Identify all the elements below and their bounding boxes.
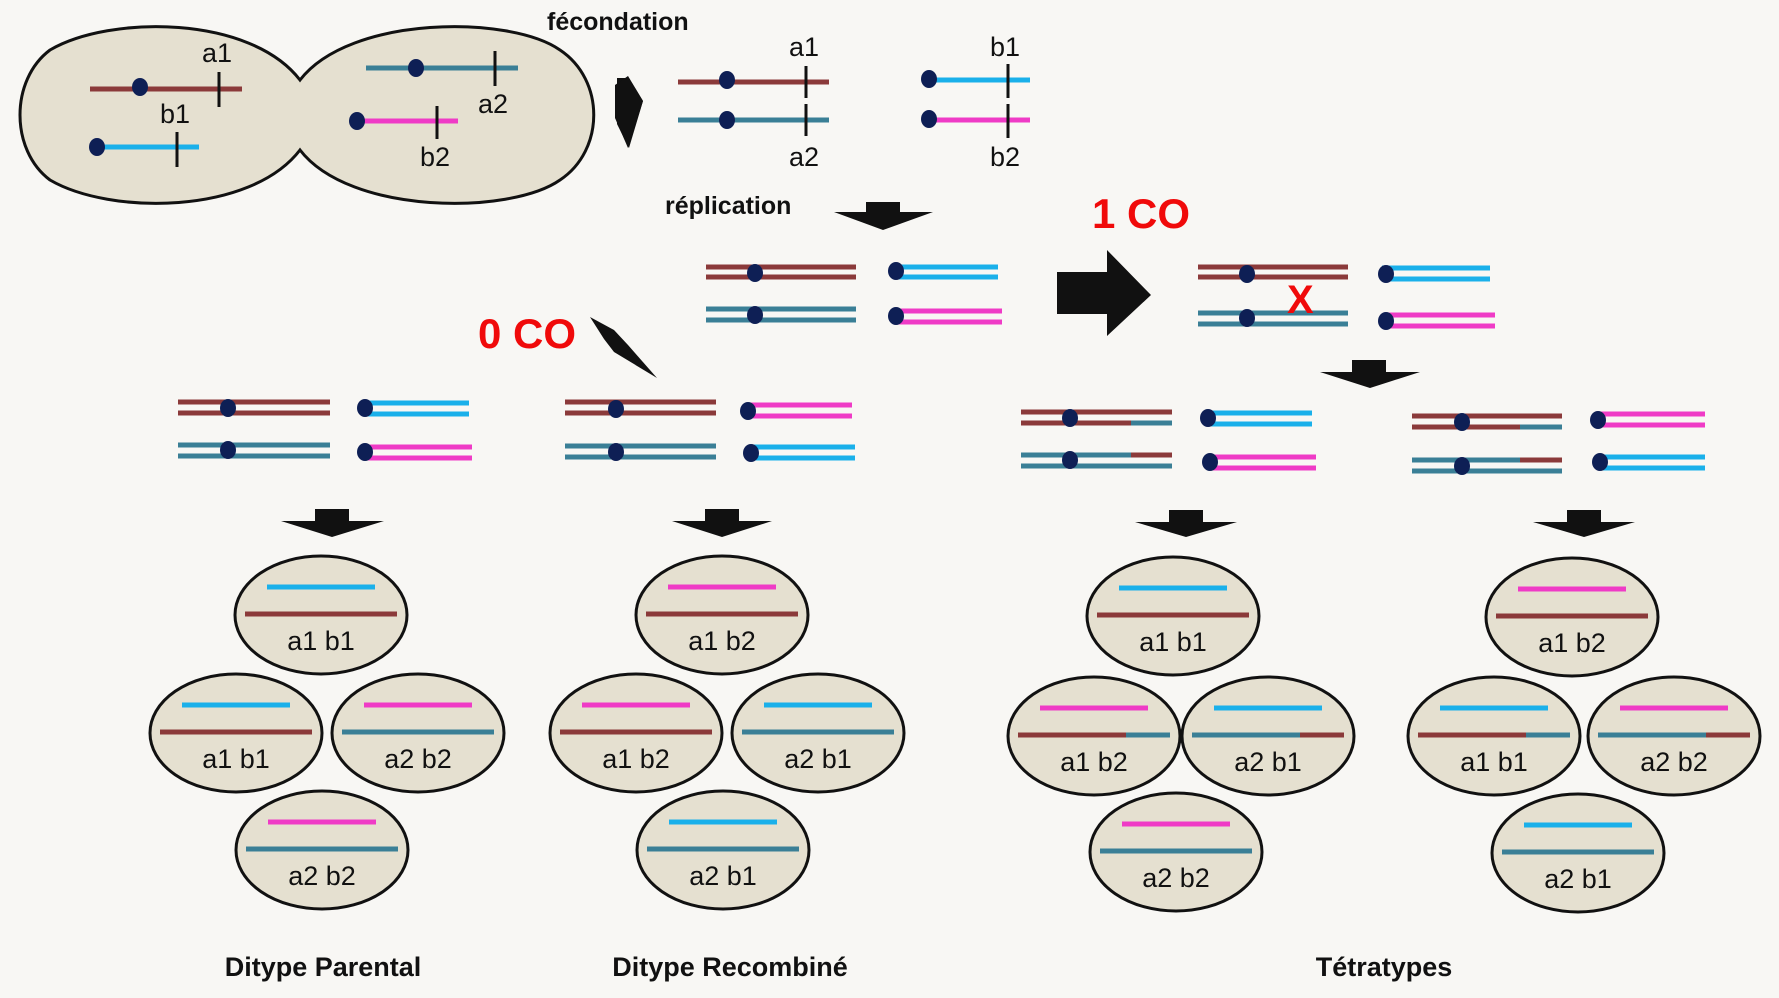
spore: a1 b1 [148, 672, 324, 794]
label-a2: a2 [789, 142, 819, 172]
spore: a2 b1 [730, 672, 906, 794]
title-parental-ditype: Ditype Parental [225, 952, 422, 982]
arrow-down-icon [1533, 522, 1635, 537]
centromere [719, 71, 735, 89]
spore-genotype-label: a1 b1 [287, 626, 355, 656]
centromere [408, 59, 424, 77]
zygote-chromosomes: a1 b1 a2 b2 [678, 32, 1030, 172]
arrow-down-icon [281, 521, 384, 537]
arrow-right-icon-fill [615, 76, 643, 148]
gamete-fusion: a1 b1 a2 b2 [18, 25, 596, 205]
label-a1: a1 [202, 38, 232, 68]
spore: a1 b2 [634, 554, 810, 676]
arrow-down-icon [1320, 372, 1420, 388]
crossover-mark: X [1287, 278, 1314, 322]
arrow-down-stem [866, 202, 900, 214]
tetrad-arrows [281, 509, 1635, 537]
spore: a1 b1 [1406, 675, 1582, 797]
tetratype1-chromosomes [1021, 409, 1316, 471]
label-b2: b2 [420, 142, 450, 172]
centromere [89, 138, 105, 156]
replicated-chromosomes [706, 262, 1002, 325]
spore: a2 b2 [234, 789, 410, 911]
spore-genotype-label: a1 b2 [688, 626, 756, 656]
spore-genotype-label: a2 b2 [384, 744, 452, 774]
spore-genotype-label: a1 b2 [1060, 747, 1128, 777]
arrow-down-icon [1135, 522, 1237, 537]
spore: a2 b1 [1490, 792, 1666, 914]
crossover-chromosomes [1198, 264, 1495, 330]
label-b1: b1 [160, 99, 190, 129]
recombined-chromosomes [565, 399, 855, 462]
spore: a2 b1 [1180, 675, 1356, 797]
spore-tetrads: a1 b1 a1 b1 a2 b2 a2 b2 a1 b2 a1 b2 a2 b1 a2 b1… [148, 554, 1762, 914]
parental-chromosomes [178, 399, 472, 461]
centromere [921, 110, 937, 128]
label-0-co: 0 CO [478, 310, 576, 357]
spore-genotype-label: a2 b1 [1544, 864, 1612, 894]
spore: a1 b1 [233, 554, 409, 676]
spore-genotype-label: a2 b1 [689, 861, 757, 891]
spore-genotype-label: a1 b1 [202, 744, 270, 774]
label-1-co: 1 CO [1092, 190, 1190, 237]
tetratype2-chromosomes [1412, 411, 1705, 475]
centromere [349, 112, 365, 130]
spore-genotype-label: a2 b1 [784, 744, 852, 774]
spore-genotype-label: a1 b1 [1460, 747, 1528, 777]
step-fecondation: fécondation [547, 8, 689, 36]
spore: a2 b2 [330, 672, 506, 794]
spore-genotype-label: a1 b2 [1538, 628, 1606, 658]
arrow-down-stem [1352, 360, 1386, 372]
title-recombined-ditype: Ditype Recombiné [612, 952, 848, 982]
label-b1: b1 [990, 32, 1020, 62]
arrow-down-icon [834, 212, 933, 230]
centromere [132, 78, 148, 96]
spore-genotype-label: a1 b2 [602, 744, 670, 774]
spore-genotype-label: a2 b2 [288, 861, 356, 891]
spore: a1 b1 [1085, 555, 1261, 677]
spore-genotype-label: a2 b1 [1234, 747, 1302, 777]
centromere [921, 70, 937, 88]
spore: a2 b2 [1088, 791, 1264, 913]
label-a2: a2 [478, 89, 508, 119]
gamete-cells [18, 25, 596, 205]
arrow-down-left-icon [590, 317, 657, 378]
spore-genotype-label: a2 b2 [1640, 747, 1708, 777]
arrow-down-icon [672, 521, 772, 537]
spore: a1 b2 [548, 672, 724, 794]
spore: a2 b1 [635, 789, 811, 911]
spore: a2 b2 [1586, 675, 1762, 797]
title-tetratypes: Tétratypes [1316, 952, 1453, 982]
spore: a1 b2 [1484, 556, 1660, 678]
step-replication: réplication [665, 192, 791, 220]
spore: a1 b2 [1006, 675, 1182, 797]
label-b2: b2 [990, 142, 1020, 172]
centromere [719, 111, 735, 129]
spore-genotype-label: a2 b2 [1142, 863, 1210, 893]
arrow-right-big-icon [1057, 250, 1151, 336]
spore-genotype-label: a1 b1 [1139, 627, 1207, 657]
label-a1: a1 [789, 32, 819, 62]
